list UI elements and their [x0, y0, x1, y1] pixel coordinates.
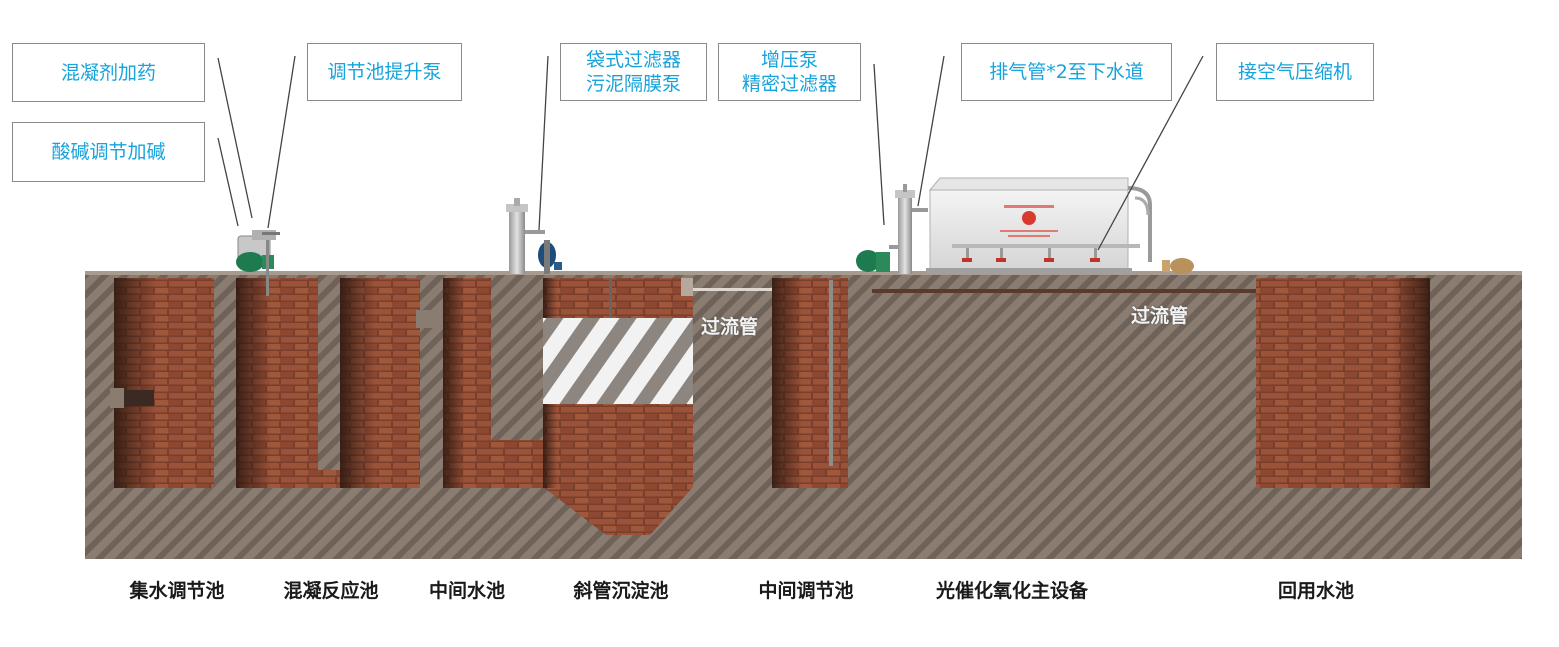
overflow-pipe-label-2: 过流管 [1131, 305, 1189, 327]
overflow-pipe-1 [693, 288, 773, 291]
callout-booster-pump-text: 增压泵 [760, 49, 818, 71]
pool-label-regulating: 中间调节池 [758, 580, 854, 602]
callout-booster-precision-filter: 增压泵 精密过滤器 [718, 43, 861, 101]
pool-label-main-equipment: 光催化氧化主设备 [935, 580, 1089, 602]
ground-surface-line [85, 271, 1522, 275]
pool-reuse-tank [1256, 278, 1430, 488]
booster-pump-unit [856, 184, 928, 274]
pool-collection-tank [110, 278, 214, 488]
callout-coagulant-dosing-text: 混凝剂加药 [60, 61, 156, 84]
callout-lift-pump-text: 调节池提升泵 [327, 61, 442, 83]
callout-exhaust-pipe: 排气管*2至下水道 [961, 43, 1172, 101]
overflow-pipe-2 [872, 289, 1258, 293]
bag-filter-unit [506, 198, 562, 274]
callout-acid-base-dosing-text: 酸碱调节加碱 [51, 141, 166, 163]
callout-air-compressor-text: 接空气压缩机 [1237, 61, 1352, 83]
overflow-pipe-label-1: 过流管 [701, 316, 759, 338]
leader-lines [217, 55, 1204, 251]
callout-air-compressor: 接空气压缩机 [1216, 43, 1374, 101]
pool-coagulation-tank [236, 278, 446, 488]
callout-bag-filter-text: 袋式过滤器 [585, 49, 681, 71]
pool-label-intermediate: 中间水池 [428, 580, 506, 602]
callout-exhaust-pipe-text: 排气管*2至下水道 [989, 61, 1144, 83]
pool-sedimentation-tank [543, 278, 693, 535]
callout-lift-pump: 调节池提升泵 [307, 43, 462, 101]
callout-bag-filter-diaphragm-pump: 袋式过滤器 污泥隔膜泵 [560, 43, 707, 101]
dosing-pump-unit [236, 230, 280, 296]
pool-label-coagulation: 混凝反应池 [283, 580, 379, 602]
inclined-tube-pack [543, 318, 693, 404]
callout-precision-filter-text: 精密过滤器 [741, 73, 837, 95]
callout-acid-base-dosing: 酸碱调节加碱 [12, 122, 205, 182]
callout-coagulant-dosing: 混凝剂加药 [12, 43, 205, 102]
photocatalytic-main-unit [926, 177, 1194, 274]
pool-intermediate-tank [443, 278, 543, 488]
pool-label-collection: 集水调节池 [129, 580, 225, 602]
pool-intermediate-regulating-tank [772, 278, 848, 488]
pool-label-reuse: 回用水池 [1277, 580, 1355, 602]
callout-diaphragm-pump-text: 污泥隔膜泵 [585, 73, 681, 95]
pool-label-sedimentation: 斜管沉淀池 [573, 580, 669, 602]
